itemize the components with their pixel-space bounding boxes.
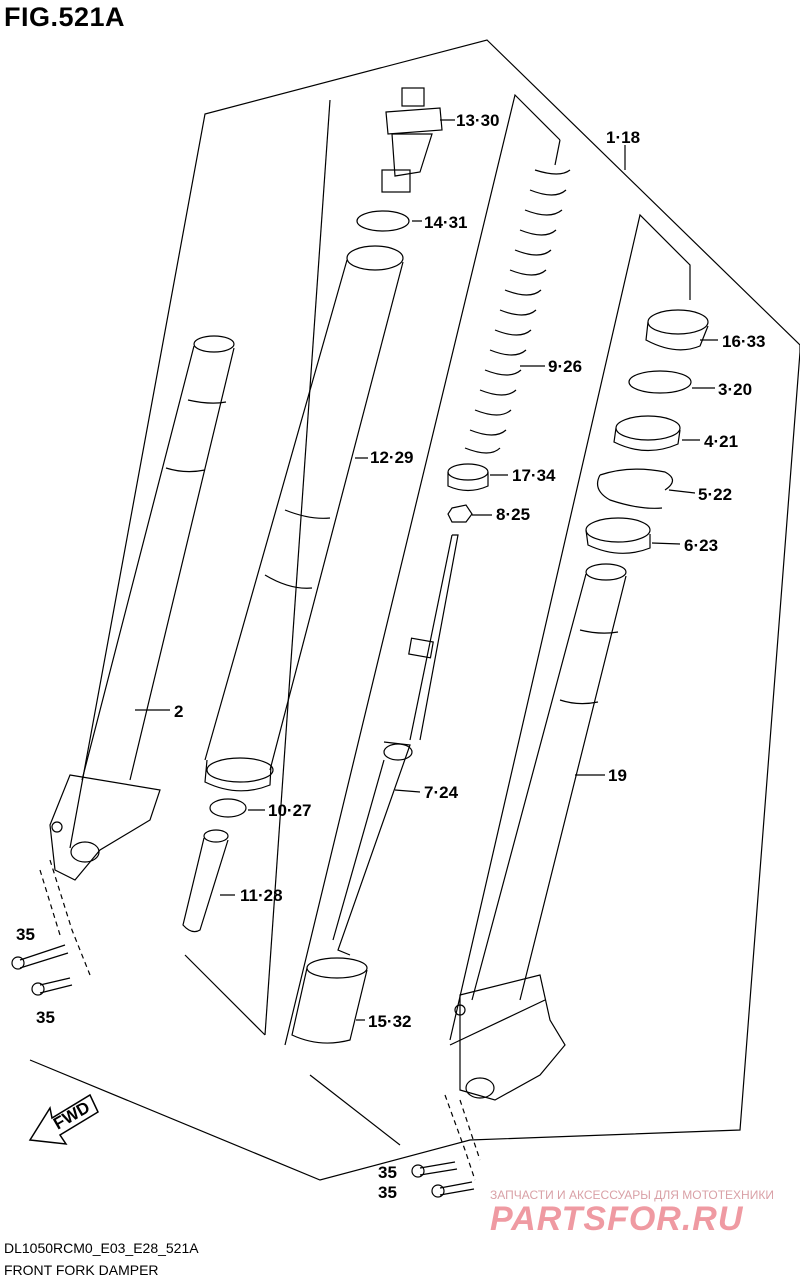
label-2: 2 (174, 702, 183, 721)
part-13-cap (381, 87, 443, 193)
part-10-washer (209, 798, 247, 818)
figure-title: FIG.521A (4, 2, 126, 32)
label-9-26: 9·26 (548, 357, 582, 376)
part-19-right-leg (454, 563, 627, 1101)
label-35-c: 35 (378, 1163, 397, 1182)
bolt-35-c (411, 1161, 458, 1178)
label-35-b: 35 (36, 1008, 55, 1027)
label-35-a: 35 (16, 925, 35, 944)
diagram-description: FRONT FORK DAMPER (4, 1262, 159, 1278)
part-9-spring (464, 169, 571, 454)
part-14-oring (356, 210, 410, 232)
label-13-30: 13·30 (456, 111, 499, 130)
bolt-35-a (11, 944, 69, 970)
diagram-code: DL1050RCM0_E03_E28_521A (4, 1240, 199, 1256)
bolt-35-b (31, 977, 73, 996)
watermark-text: ЗАПЧАСТИ И АКСЕССУАРЫ ДЛЯ МОТОТЕХНИКИ (490, 1188, 774, 1202)
part-16-bushing (645, 309, 709, 351)
part-7-rod (332, 534, 459, 956)
part-3-washer (628, 370, 692, 394)
assembly-frame (29, 39, 800, 1181)
label-1-18: 1·18 (606, 128, 640, 147)
label-12-29: 12·29 (370, 448, 413, 467)
part-15-sleeve (291, 957, 368, 1044)
label-3-20: 3·20 (718, 380, 752, 399)
label-5-22: 5·22 (698, 485, 732, 504)
label-17-34: 17·34 (512, 466, 556, 485)
part-2-left-leg (49, 335, 235, 881)
label-7-24: 7·24 (424, 783, 459, 802)
label-11-28: 11·28 (240, 886, 283, 905)
label-4-21: 4·21 (704, 432, 738, 451)
label-16-33: 16·33 (722, 332, 765, 351)
part-5-clip (597, 468, 674, 509)
part-8-nut (447, 504, 473, 523)
outer-tube-frame (449, 213, 691, 1041)
label-15-32: 15·32 (368, 1012, 411, 1031)
label-6-23: 6·23 (684, 536, 718, 555)
label-35-d: 35 (378, 1183, 397, 1202)
bolt-35-d (431, 1181, 475, 1198)
watermark-logo: PARTSFOR.RU (490, 1200, 744, 1238)
damper-frame (184, 954, 266, 1036)
label-19: 19 (608, 766, 627, 785)
label-8-25: 8·25 (496, 505, 530, 524)
part-12-cylinder (204, 245, 404, 792)
label-10-27: 10·27 (268, 801, 311, 820)
part-11-collar (182, 829, 229, 933)
part-4-oil-seal (613, 415, 681, 452)
fwd-arrow: FWD (28, 1093, 99, 1145)
part-6-dust-seal (585, 517, 651, 554)
part-17-spacer (447, 463, 489, 492)
label-14-31: 14·31 (424, 213, 467, 232)
